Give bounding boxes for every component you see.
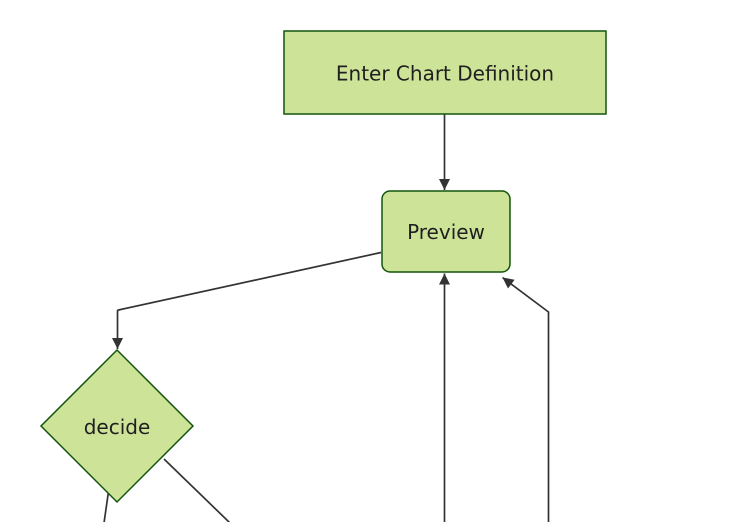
node-enter-chart-definition: Enter Chart Definition (283, 30, 607, 115)
edges-layer (103, 114, 550, 522)
edge-offscreen-right-to-preview (501, 276, 550, 522)
decide-label: decide (84, 415, 151, 439)
node-decide: decide (39, 348, 195, 504)
preview-label: Preview (407, 220, 485, 244)
edge-decide-to-offscreen-right (163, 458, 231, 522)
edge-decide-to-offscreen-left (103, 491, 110, 522)
enter-chart-definition-shape (283, 30, 607, 115)
decide-shape (39, 348, 195, 504)
node-preview: Preview (381, 190, 511, 273)
preview-shape (381, 190, 511, 273)
enter-chart-definition-label: Enter Chart Definition (336, 62, 554, 86)
edge-preview-to-decide (112, 251, 382, 349)
